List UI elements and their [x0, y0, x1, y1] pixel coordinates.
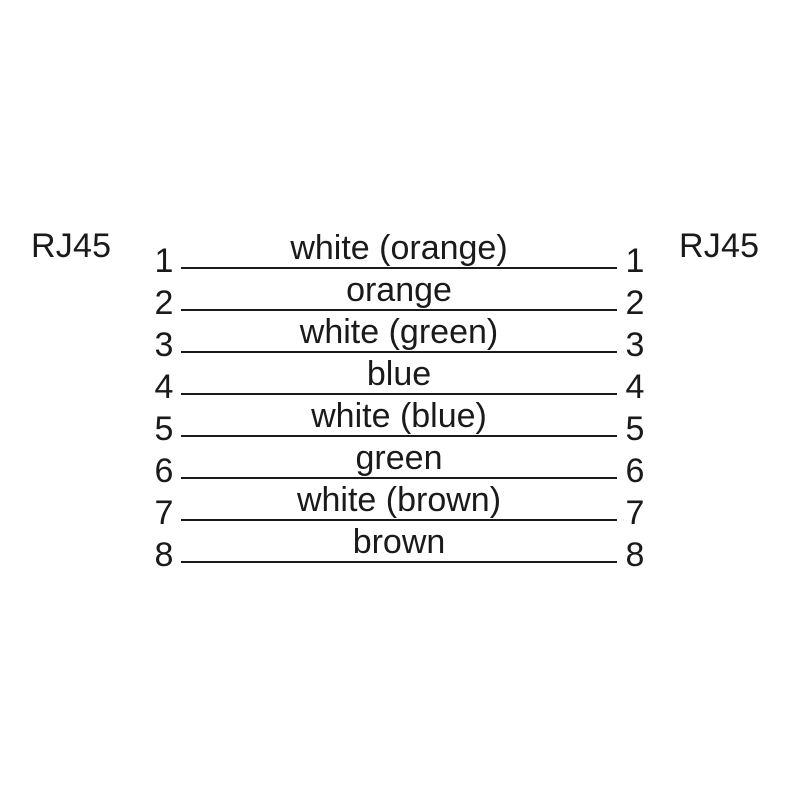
right-pin-number: 5	[625, 410, 645, 448]
wire-color-label: blue	[366, 355, 432, 393]
right-pin-number: 3	[625, 326, 645, 364]
wire-row: 3 white (green) 3	[140, 311, 660, 362]
wire-row: 5 white (blue) 5	[140, 395, 660, 446]
wire-color-label: white (orange)	[290, 229, 508, 267]
right-pin-number: 4	[625, 368, 645, 406]
wire-line	[181, 351, 617, 353]
left-pin-number: 7	[154, 494, 174, 532]
wire-line	[181, 435, 617, 437]
right-pin-number: 7	[625, 494, 645, 532]
wire-row: 6 green 6	[140, 437, 660, 488]
left-pin-number: 8	[154, 536, 174, 574]
wire-color-label: orange	[346, 271, 452, 309]
left-pin-number: 4	[154, 368, 174, 406]
wire-color-label: white (blue)	[311, 397, 487, 435]
left-pin-number: 6	[154, 452, 174, 490]
right-pin-number: 1	[625, 242, 645, 280]
left-pin-number: 2	[154, 284, 174, 322]
wire-row: 7 white (brown) 7	[140, 479, 660, 530]
wire-color-label: brown	[352, 523, 446, 561]
wire-line	[181, 267, 617, 269]
wire-line	[181, 309, 617, 311]
wire-line	[181, 477, 617, 479]
wire-color-label: green	[355, 439, 443, 477]
wire-row: 8 brown 8	[140, 521, 660, 572]
right-pin-number: 8	[625, 536, 645, 574]
right-pin-number: 6	[625, 452, 645, 490]
wire-row: 4 blue 4	[140, 353, 660, 404]
wire-color-label: white (brown)	[296, 481, 502, 519]
left-pin-number: 3	[154, 326, 174, 364]
wire-line	[181, 561, 617, 563]
right-connector-label: RJ45	[679, 227, 760, 265]
wire-line	[181, 393, 617, 395]
right-pin-number: 2	[625, 284, 645, 322]
left-pin-number: 1	[154, 242, 174, 280]
left-connector-label: RJ45	[31, 227, 112, 265]
wire-row: 1 white (orange) 1	[140, 227, 660, 278]
wire-row: 2 orange 2	[140, 269, 660, 320]
wire-line	[181, 519, 617, 521]
wire-color-label: white (green)	[299, 313, 499, 351]
left-pin-number: 5	[154, 410, 174, 448]
